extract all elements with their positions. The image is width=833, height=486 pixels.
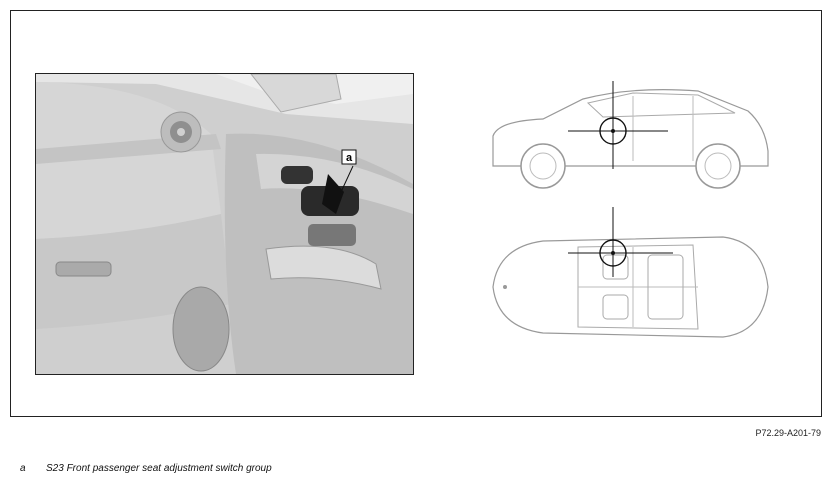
figure-code: P72.29-A201-79 (755, 428, 821, 438)
legend-text: S23 Front passenger seat adjustment swit… (46, 463, 272, 474)
legend-letter: a (20, 463, 26, 474)
callout-label: a (346, 152, 353, 164)
figure-frame: a (10, 10, 822, 417)
legend-item: a S23 Front passenger seat adjustment swi… (20, 463, 272, 474)
door-interior-illustration: a (35, 73, 414, 375)
vehicle-side-view (492, 81, 769, 189)
vehicle-top-view (492, 207, 769, 338)
